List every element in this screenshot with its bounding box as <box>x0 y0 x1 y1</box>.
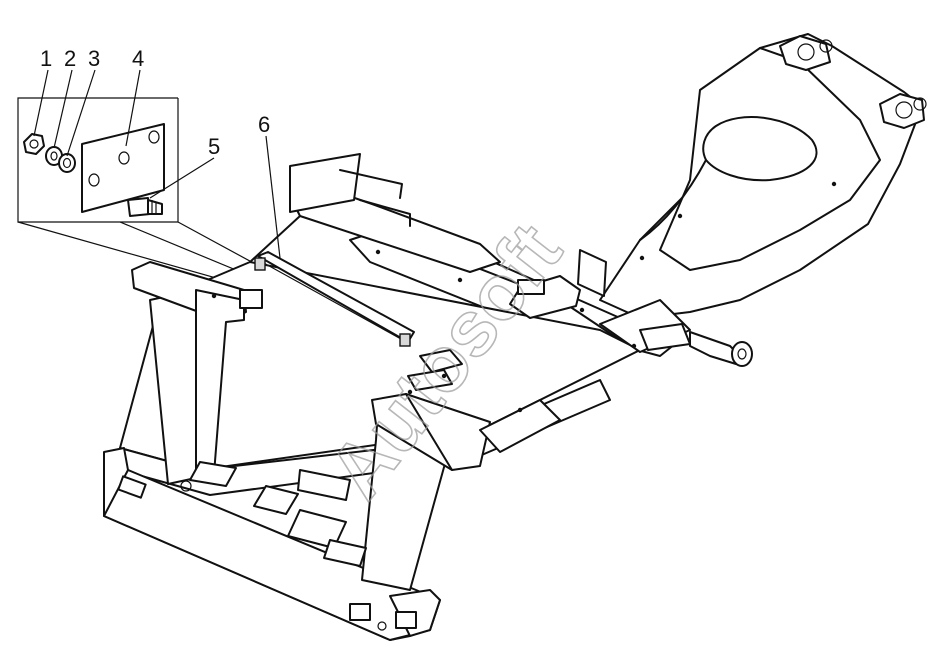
callout-4: 4 <box>132 46 144 71</box>
callout-labels: 1 2 3 4 5 6 <box>40 46 270 159</box>
plate-part <box>81 123 165 213</box>
callout-5: 5 <box>208 134 220 159</box>
callout-2: 2 <box>64 46 76 71</box>
callout-3: 3 <box>88 46 100 71</box>
nut-part <box>23 133 45 155</box>
flat-washer-part <box>58 153 76 173</box>
callout-1: 1 <box>40 46 52 71</box>
bolt-part <box>127 197 163 217</box>
callout-6: 6 <box>258 112 270 137</box>
part-6-bar <box>254 251 415 347</box>
frame-body <box>103 33 927 641</box>
